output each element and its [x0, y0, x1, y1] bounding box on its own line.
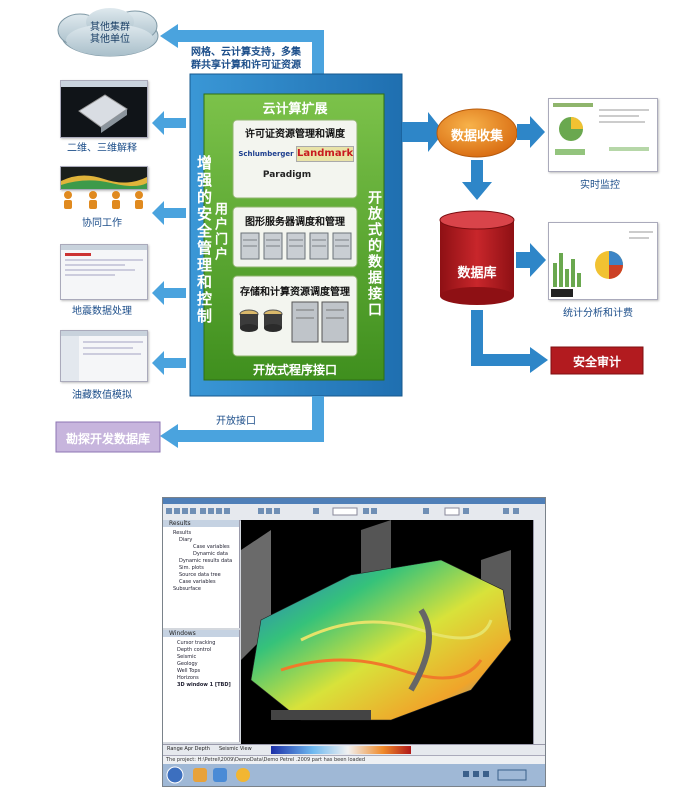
tree2-item[interactable]: 3D window 1 [TBD]: [177, 682, 231, 688]
tab-range[interactable]: Range Apr Depth: [167, 746, 210, 752]
stats-label: 统计分析和计费: [563, 308, 633, 319]
open-interface-label: 开放接口: [216, 416, 256, 427]
left-label-4: 油藏数值模拟: [72, 390, 132, 401]
box2-title: 图形服务器调度和管理: [245, 217, 345, 228]
thumb-reservoir: [60, 330, 148, 382]
vendor-schlumberger: Schlumberger: [238, 150, 294, 158]
bottom-bar-label: 开放式程序接口: [252, 363, 337, 377]
tree1-item[interactable]: Subsurface: [173, 586, 201, 592]
database-cylinder: [439, 210, 515, 305]
box3-title: 存储和计算资源调度管理: [240, 287, 350, 298]
arrow-cloud-to-box: [160, 24, 324, 74]
thumb-interpretation: [60, 80, 148, 138]
audit-label: 安全审计: [572, 355, 621, 369]
bottom-tabs: Range Apr Depth Seismic View: [163, 744, 545, 756]
3d-viewport[interactable]: [241, 520, 533, 744]
realtime-label: 实时监控: [580, 180, 620, 191]
server-icons: [240, 232, 352, 260]
tree2-item[interactable]: Cursor tracking: [177, 640, 216, 646]
right-panel-label: 开放式的数据接口: [366, 190, 382, 318]
tree1-item[interactable]: Diary: [179, 537, 193, 543]
exploration-db-label: 勘探开发数据库: [65, 432, 150, 446]
left-label-3: 地震数据处理: [72, 306, 132, 317]
tree1-item[interactable]: Dynamic data: [193, 551, 228, 557]
tree2-item[interactable]: Seismic: [177, 654, 197, 660]
taskbar: [163, 764, 545, 786]
left-arrows: [152, 111, 186, 375]
user-icons: [64, 191, 143, 209]
left-label-2: 协同工作: [82, 218, 122, 229]
colorbar: [271, 746, 411, 754]
tree1-item[interactable]: Sim. plots: [179, 565, 204, 571]
thumb-realtime: [548, 98, 658, 172]
app-window: Results Results Diary Case variables Dyn…: [162, 497, 546, 787]
cloud-label: 其他集群 其他单位: [90, 22, 130, 45]
windows-panel-title: Windows: [169, 630, 196, 637]
status-bar: The project: H:\Petrel\2009\DemoData\Dem…: [163, 755, 545, 765]
app-title-bar: [163, 498, 545, 504]
tree1-item[interactable]: Case variables: [193, 544, 230, 550]
tree2-item[interactable]: Depth control: [177, 647, 212, 653]
top-note: 网格、云计算支持，多集 群共享计算和许可证资源: [191, 47, 301, 71]
results-panel-title: Results: [169, 520, 191, 527]
results-panel: Results Results Diary Case variables Dyn…: [163, 520, 240, 628]
storage-icons: [239, 301, 349, 343]
box1-title: 许可证资源管理和调度: [245, 129, 345, 140]
status-text: The project: H:\Petrel\2009\DemoData\Dem…: [166, 757, 366, 763]
left-panel-label: 增强的安全管理和控制: [195, 155, 213, 325]
cloud-shape: [57, 8, 159, 57]
database-label: 数据库: [457, 266, 497, 281]
tree1-item[interactable]: Dynamic results data: [179, 558, 233, 564]
tree2-item[interactable]: Horizons: [177, 675, 199, 681]
data-collect-label: 数据收集: [450, 129, 503, 144]
tree2-item[interactable]: Geology: [177, 661, 198, 667]
app-toolbar: [163, 504, 545, 521]
thumb-collab: [60, 166, 148, 190]
arrow-to-collect: [402, 112, 444, 152]
tree1-item[interactable]: Case variables: [179, 579, 216, 585]
right-toolstrip: [533, 520, 545, 744]
arrow-box-to-db: [160, 396, 324, 448]
tree1-item[interactable]: Results: [173, 530, 192, 536]
vendor-landmark: Landmark: [296, 146, 354, 162]
windows-panel: Windows Cursor tracking Depth control Se…: [163, 630, 240, 742]
thumb-stats: [548, 222, 658, 300]
thumb-seismic: [60, 244, 148, 300]
tab-seismic-view[interactable]: Seismic View: [219, 746, 252, 752]
tree1-item[interactable]: Source data tree: [179, 572, 221, 578]
tree2-item[interactable]: Well Tops: [177, 668, 201, 674]
user-portal-label: 用户门户: [212, 202, 227, 262]
vendor-paradigm: Paradigm: [262, 170, 312, 180]
cloud-expand-label: 云计算扩展: [262, 102, 328, 117]
left-label-1: 二维、三维解释: [67, 143, 137, 154]
arrow-to-audit: [471, 310, 548, 373]
diagram-canvas: [55, 8, 644, 453]
